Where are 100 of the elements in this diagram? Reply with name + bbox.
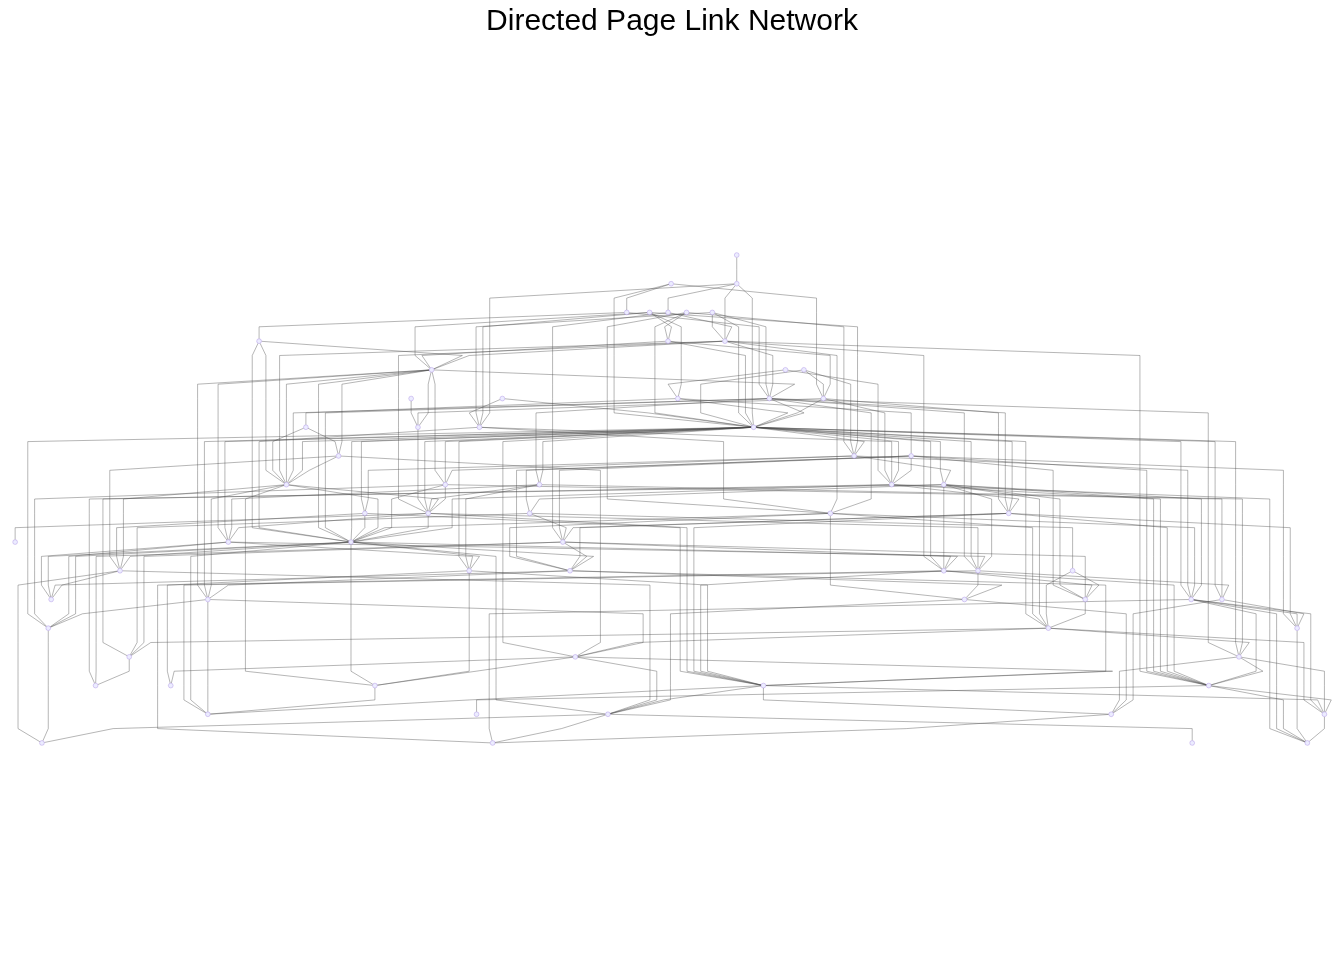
connector — [755, 427, 978, 569]
node-circle — [205, 596, 211, 602]
connector — [469, 399, 501, 426]
connector — [610, 685, 762, 714]
connector — [95, 541, 561, 684]
connector — [714, 313, 753, 426]
node-circle — [961, 596, 968, 602]
connector — [771, 398, 872, 513]
connector — [755, 427, 1013, 512]
connector — [832, 513, 1047, 627]
node-circle — [1294, 625, 1300, 631]
node-circle — [303, 424, 309, 430]
connector — [421, 341, 666, 369]
connector — [116, 513, 363, 569]
connector — [700, 570, 942, 686]
node-circle — [45, 625, 51, 631]
diagram-title: Directed Page Link Network — [485, 2, 859, 38]
connector — [679, 398, 789, 427]
connector — [102, 484, 890, 656]
node-circle — [499, 396, 505, 402]
connector — [693, 513, 1007, 686]
connector — [1210, 685, 1332, 713]
connector — [131, 628, 1047, 656]
connector — [429, 486, 446, 512]
connector — [286, 369, 430, 483]
node-circle — [425, 510, 431, 516]
node-circle — [975, 568, 981, 574]
connector — [607, 312, 829, 514]
connector — [654, 313, 752, 428]
connector — [288, 456, 337, 484]
node-circle — [474, 711, 480, 717]
node-circle — [1082, 596, 1088, 602]
node-circle — [372, 683, 378, 689]
connector — [700, 369, 802, 427]
connector — [353, 541, 958, 570]
connector — [414, 312, 648, 369]
connector — [830, 515, 963, 600]
connector — [651, 313, 682, 397]
node-circle — [820, 396, 826, 402]
connector — [565, 541, 1086, 598]
connector — [494, 714, 1110, 744]
connector — [365, 455, 852, 512]
node-circle — [801, 367, 807, 373]
connector — [805, 370, 854, 454]
connector — [771, 398, 1009, 512]
connector — [325, 398, 768, 542]
connector — [305, 398, 676, 426]
connector — [531, 513, 1073, 569]
connector — [258, 427, 478, 542]
connector — [171, 656, 574, 684]
connector — [480, 283, 735, 426]
connector — [1010, 513, 1297, 627]
connector — [943, 486, 944, 569]
connector — [1241, 657, 1325, 713]
node-circle — [889, 482, 895, 488]
connector — [1210, 657, 1264, 686]
connector — [157, 570, 942, 744]
connector — [552, 312, 666, 541]
connector — [229, 513, 427, 541]
connector — [980, 570, 1229, 598]
connector — [577, 657, 657, 714]
connector — [670, 341, 753, 426]
node-circle — [1188, 596, 1194, 602]
connector — [755, 427, 1047, 628]
connector — [763, 687, 1110, 715]
connector — [417, 429, 428, 512]
node-circle — [1045, 625, 1051, 631]
connector — [261, 341, 463, 370]
connector — [727, 341, 773, 397]
connector — [228, 484, 538, 540]
connector — [245, 485, 373, 686]
node-circle — [560, 539, 566, 545]
connector — [367, 513, 762, 686]
node-circle — [683, 309, 690, 315]
connector — [89, 484, 942, 684]
node-circle — [12, 539, 18, 545]
connector — [945, 485, 992, 570]
connector — [1050, 601, 1086, 628]
node-circle — [283, 482, 289, 488]
connector — [475, 312, 711, 426]
node-circle — [1006, 510, 1012, 516]
connector — [509, 513, 829, 571]
connector — [481, 427, 892, 483]
connector — [610, 599, 963, 714]
node-circle — [941, 568, 947, 574]
connector — [1224, 599, 1305, 627]
connector — [431, 371, 445, 483]
node-circle — [941, 482, 947, 488]
node-circle — [490, 740, 496, 746]
node-circle — [766, 396, 772, 402]
connector — [1193, 599, 1323, 713]
connector — [577, 628, 1047, 657]
node-circle — [527, 510, 533, 516]
node-circle — [429, 367, 435, 373]
connector — [667, 369, 784, 397]
connector — [167, 570, 468, 684]
connector — [1210, 685, 1306, 742]
connector — [688, 312, 853, 455]
node-circle — [466, 568, 472, 574]
connector — [825, 398, 1008, 512]
